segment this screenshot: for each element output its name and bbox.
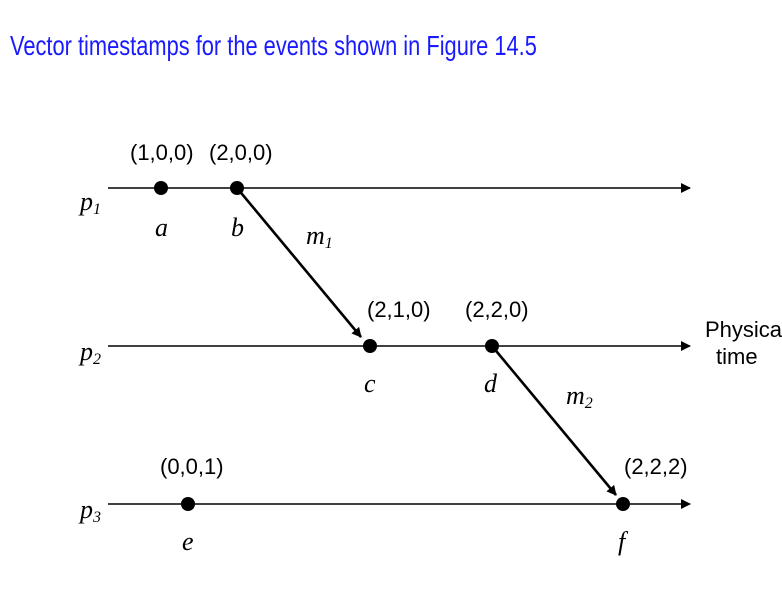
event-dot-b <box>230 181 244 195</box>
timestamp-a: (1,0,0) <box>130 140 194 165</box>
timestamp-e: (0,0,1) <box>160 454 224 479</box>
process-label-p3: p3 <box>78 495 101 526</box>
timestamp-d: (2,2,0) <box>465 297 529 322</box>
axis-label-line1: Physical <box>705 317 782 342</box>
event-dot-c <box>363 339 377 353</box>
event-label-c: c <box>364 369 376 398</box>
event-dot-d <box>485 339 499 353</box>
message-arrow-m1 <box>236 187 362 338</box>
process-label-p1: p1 <box>78 187 101 218</box>
message-label-m1: m1 <box>306 221 333 252</box>
message-label-m2: m2 <box>566 381 593 412</box>
event-label-d: d <box>484 369 498 398</box>
page-title: Vector timestamps for the events shown i… <box>10 30 537 61</box>
timestamp-b: (2,0,0) <box>209 140 273 165</box>
event-label-f: f <box>618 527 629 556</box>
process-label-p2: p2 <box>78 337 101 368</box>
event-label-e: e <box>182 527 194 556</box>
event-dot-a <box>154 181 168 195</box>
event-dot-e <box>181 497 195 511</box>
event-label-b: b <box>231 213 244 242</box>
axis-label-line2: time <box>716 344 758 369</box>
event-label-a: a <box>155 213 168 242</box>
message-arrow-m2 <box>491 345 617 496</box>
timestamp-f: (2,2,2) <box>624 454 688 479</box>
timestamp-c: (2,1,0) <box>367 297 431 322</box>
event-dot-f <box>616 497 630 511</box>
